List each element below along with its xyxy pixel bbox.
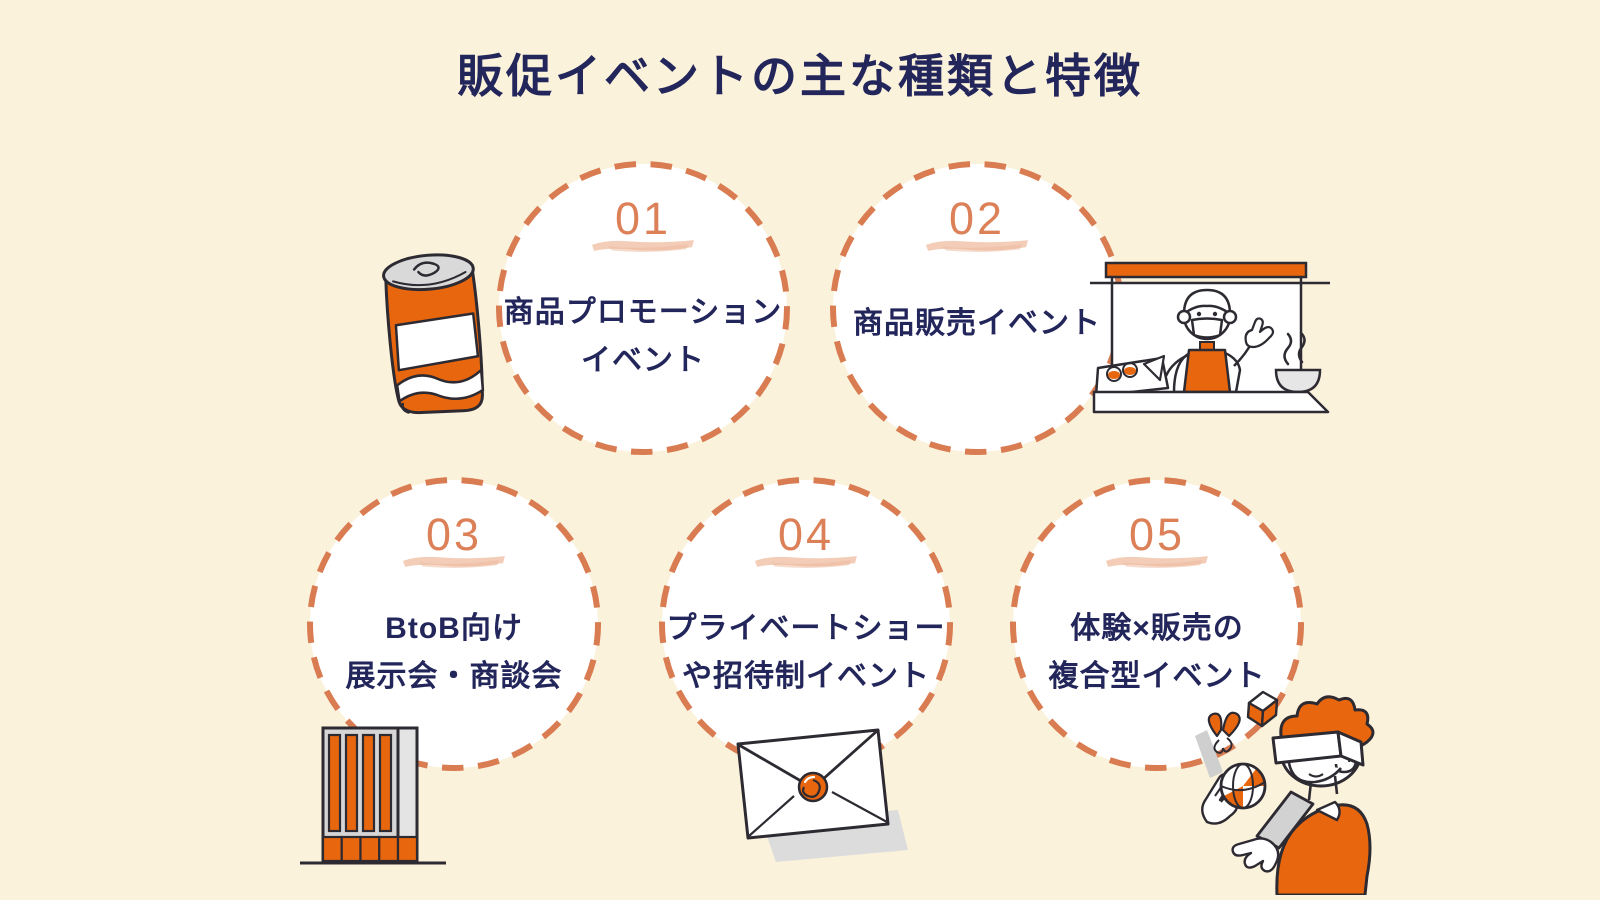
circle-number: 02: [948, 193, 1006, 244]
circle-label-line2: や招待制イベント: [682, 660, 930, 693]
event-type-circle-4: 04 プライベートショー や招待制イベント: [658, 476, 954, 772]
circle-label: 商品プロモーション イベント: [495, 289, 791, 385]
circle-number: 04: [777, 509, 835, 560]
dashed-ring: [496, 161, 790, 455]
circle-label: BtoB向け 展示会・商談会: [306, 605, 602, 701]
page-title: 販促イベントの主な種類と特徴: [457, 50, 1143, 102]
circle-label: 商品販売イベント: [829, 300, 1125, 348]
dashed-ring: [1010, 477, 1304, 771]
circle-label: プライベートショー や招待制イベント: [658, 605, 954, 701]
circle-label-line1: プライベートショー: [666, 612, 946, 645]
circle-label-line2: 展示会・商談会: [345, 660, 563, 693]
sealed-envelope-illustration: [728, 720, 910, 878]
number-underline-brush: [1105, 556, 1208, 568]
number-underline-brush: [925, 240, 1028, 252]
beverage-can-illustration: [378, 248, 490, 424]
number-underline-brush: [754, 556, 857, 568]
event-type-circle-3: 03 BtoB向け 展示会・商談会: [306, 476, 602, 772]
circle-label-line1: 商品プロモーション: [503, 296, 783, 329]
number-underline-brush: [591, 240, 694, 252]
office-building-illustration: [298, 718, 448, 868]
circle-label-line2: 複合型イベント: [1048, 660, 1266, 693]
circle-number: 03: [425, 509, 483, 560]
circle-label-line1: 商品販売イベント: [853, 307, 1101, 340]
event-type-circle-5: 05 体験×販売の 複合型イベント: [1009, 476, 1305, 772]
event-type-circle-1: 01 商品プロモーション イベント: [495, 160, 791, 456]
circle-label: 体験×販売の 複合型イベント: [1009, 605, 1305, 701]
circle-label-line1: BtoB向け: [385, 612, 523, 645]
food-stall-vendor-illustration: [1088, 258, 1332, 416]
vr-headset-person-illustration: [1193, 690, 1423, 895]
circle-number: 05: [1128, 509, 1186, 560]
circle-number: 01: [614, 193, 672, 244]
dashed-ring: [307, 477, 601, 771]
circle-label-line1: 体験×販売の: [1070, 612, 1244, 645]
event-type-circle-2: 02 商品販売イベント: [829, 160, 1125, 456]
circle-label-line2: イベント: [581, 344, 705, 377]
number-underline-brush: [402, 556, 505, 568]
